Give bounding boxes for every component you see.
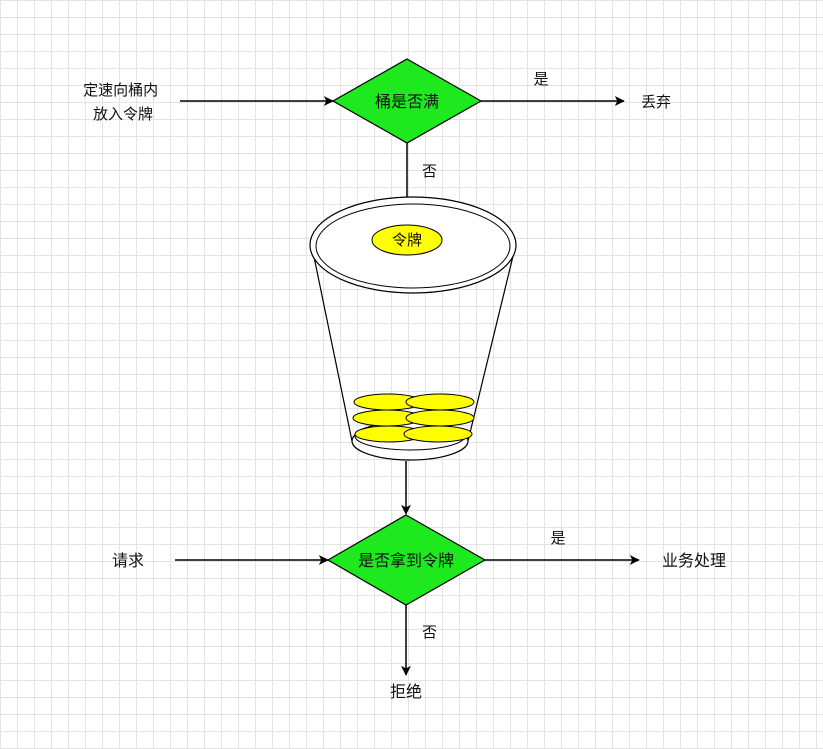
token-source-label: 定速向桶内 放入令牌: [83, 81, 163, 123]
token-label: 令牌: [392, 231, 422, 249]
edge-label-token-no: 否: [422, 623, 437, 641]
request-label: 请求: [112, 551, 144, 570]
got-token-label: 是否拿到令牌: [358, 551, 454, 570]
falling-token: 令牌: [371, 224, 443, 256]
bucket-full-decision: 桶是否满: [331, 58, 483, 144]
edge-label-full-yes: 是: [533, 70, 548, 88]
edge-label-token-yes: 是: [550, 529, 565, 547]
stacked-token: [405, 409, 475, 427]
stacked-token: [403, 425, 473, 443]
business-label: 业务处理: [662, 551, 726, 570]
token-stack: [352, 393, 475, 443]
token-ellipse: [371, 224, 443, 256]
bucket-full-label: 桶是否满: [375, 92, 439, 111]
bucket-wall-left: [312, 251, 353, 442]
got-token-decision: 是否拿到令牌: [326, 514, 487, 606]
bucket-wall-right: [467, 251, 515, 442]
stacked-token: [405, 393, 475, 411]
discard-label: 丢弃: [641, 93, 671, 111]
token-bucket: 令牌: [309, 196, 517, 461]
reject-label: 拒绝: [390, 682, 422, 701]
edge-label-full-no: 否: [422, 162, 437, 180]
